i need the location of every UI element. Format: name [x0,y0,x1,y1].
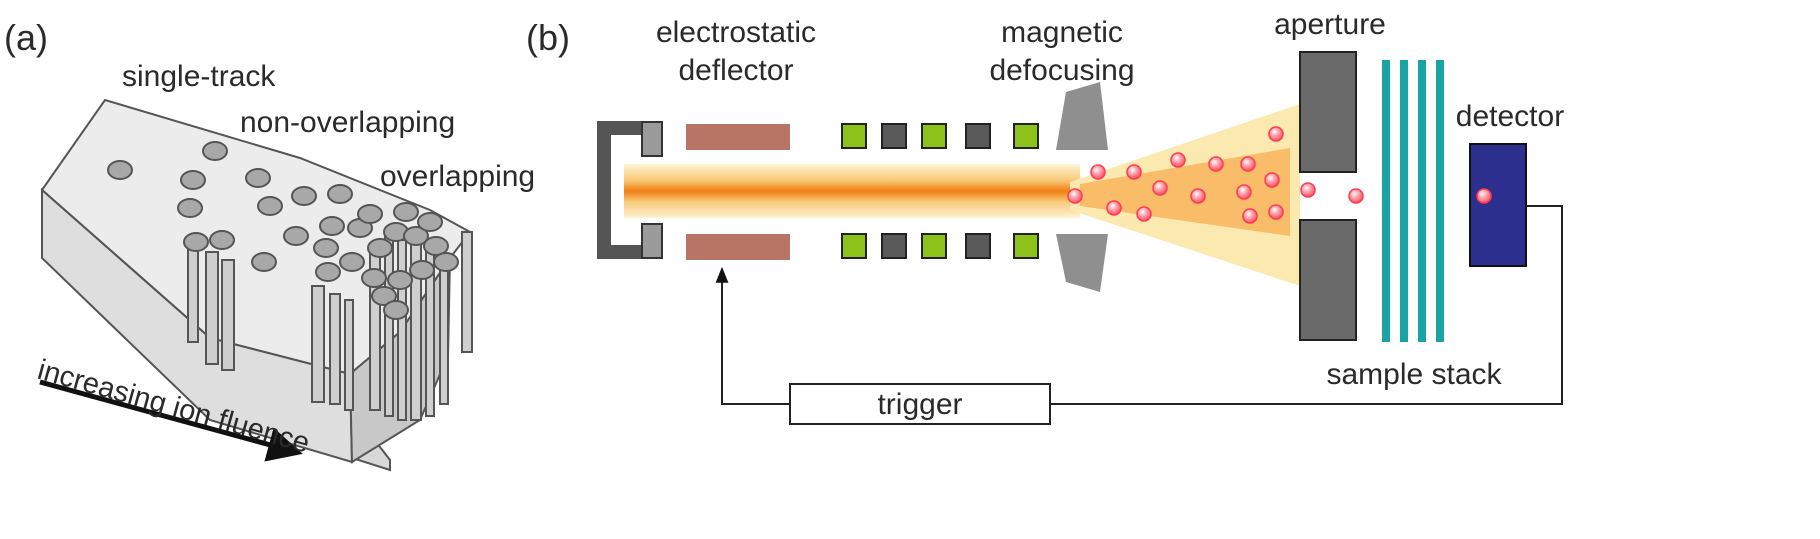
panel-b: (b) [526,8,1564,425]
detector-ion [1476,188,1492,204]
detector-box [1469,143,1527,267]
panel-a: (a) [4,17,535,472]
deflector-label-line1: electrostatic [656,16,816,49]
beam-cone-core [1080,148,1290,236]
trigger-wire-right [1050,205,1563,405]
fluence-arrow [39,379,303,462]
ion-beam [624,164,1080,218]
defocusing-pole-bottom [1056,234,1108,292]
defocusing-label-line1: magnetic [1001,16,1123,49]
aperture-top [1299,51,1357,173]
detector-label: detector [1456,100,1564,133]
region-single-track: single-track [122,60,276,93]
defocusing-label-line2: defocusing [989,54,1134,87]
trigger-wire-left [715,266,790,405]
trigger-label: trigger [877,388,962,421]
quadrupole-magnets [841,123,1039,259]
panel-a-label: (a) [4,17,48,58]
region-overlapping: overlapping [380,160,535,193]
deflector-plate-bottom [686,234,790,260]
track-channels [187,231,473,421]
region-non-overlapping: non-overlapping [240,106,455,139]
aperture-bottom [1299,219,1357,341]
ions [1067,126,1364,224]
sample-stack-label: sample stack [1326,358,1502,391]
sample-stack [1382,60,1444,342]
aperture-label: aperture [1274,8,1386,41]
membrane-block [40,98,473,472]
trigger-box [789,383,1051,425]
panel-b-label: (b) [526,17,570,58]
deflector-plate-top [686,124,790,150]
ion-source [597,121,663,259]
defocusing-pole-top [1056,82,1108,150]
pores [107,141,459,320]
deflector-label-line2: deflector [678,54,793,87]
